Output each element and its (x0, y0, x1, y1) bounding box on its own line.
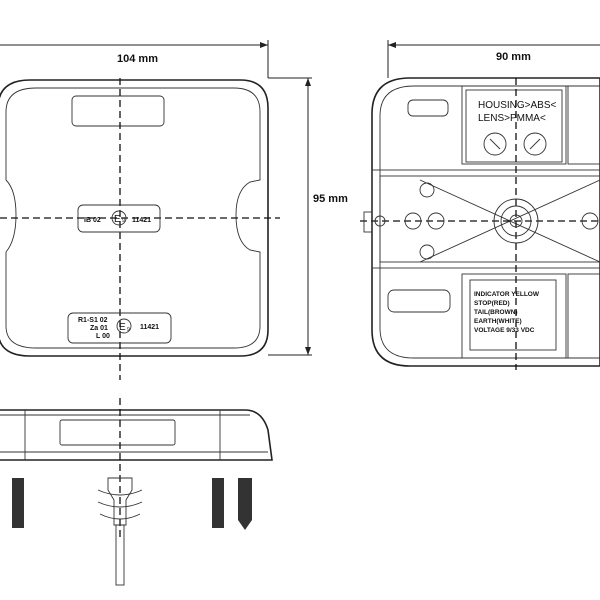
rear-view: HOUSING>ABS< LENS>PMMA< INDICATOR YELLOW… (360, 77, 600, 370)
approval-number: 11421 (140, 324, 159, 331)
wire-stop: STOP(RED) (474, 300, 510, 307)
depth-dimension: 90 mm (387, 40, 600, 78)
mounting-stud (12, 478, 24, 528)
label-line: Za 01 (90, 325, 108, 332)
lens-material: LENS>PMMA< (478, 113, 546, 124)
wire-indicator: INDICATOR YELLOW (474, 291, 540, 298)
e-mark-sub: 9 (127, 327, 130, 333)
wiring-legend: INDICATOR YELLOW STOP(RED) TAIL(BROWN) E… (474, 291, 540, 334)
label-line: L 00 (96, 333, 110, 340)
mounting-stud (212, 478, 224, 528)
width-label: 104 mm (117, 53, 158, 65)
label-code: IB 02 (84, 217, 101, 224)
wire-voltage: VOLTAGE 9/33 VDC (474, 327, 535, 334)
date-dial-year (523, 132, 547, 156)
wire-tail: TAIL(BROWN) (474, 309, 518, 316)
height-label: 95 mm (313, 193, 348, 205)
approval-label-bottom: R1-S1 02 Za 01 L 00 E 9 11421 (67, 312, 172, 344)
label-line: R1-S1 02 (78, 317, 108, 324)
wire-earth: EARTH(WHITE) (474, 318, 522, 325)
approval-number: 11421 (132, 217, 151, 224)
e-mark: E (119, 322, 126, 333)
e-mark: E (114, 214, 121, 225)
width-dimension: 104 mm (0, 40, 269, 78)
approval-label-top: IB 02 E 9 11421 (77, 204, 161, 233)
mounting-screw (238, 478, 252, 530)
side-view (0, 398, 273, 586)
front-view: IB 02 E 9 11421 R1-S1 02 Za 01 L 00 E 9 … (0, 78, 280, 380)
cable-gland (107, 477, 133, 526)
depth-label: 90 mm (496, 51, 531, 63)
housing-material: HOUSING>ABS< (478, 100, 557, 111)
height-dimension: 95 mm (268, 77, 348, 356)
date-dial-month (483, 132, 507, 156)
cable (115, 524, 125, 586)
e-mark-sub: 9 (122, 218, 125, 224)
